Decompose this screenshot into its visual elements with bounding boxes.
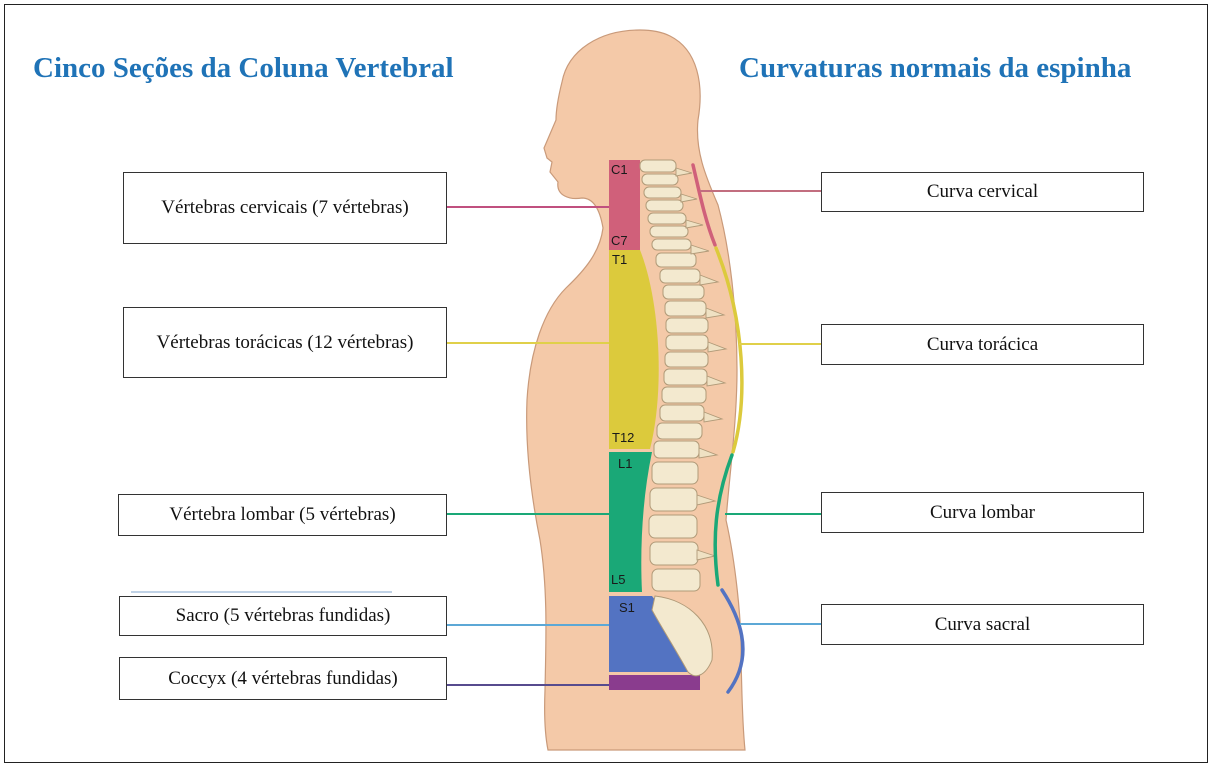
- label-lumbar-curve: Curva lombar: [821, 492, 1144, 533]
- marker-c7: C7: [611, 233, 628, 248]
- coccyx-bar: [609, 675, 700, 690]
- title-sections: Cinco Seções da Coluna Vertebral: [33, 52, 454, 85]
- label-coccyx: Coccyx (4 vértebras fundidas): [119, 657, 447, 700]
- title-curves: Curvaturas normais da espinha: [739, 52, 1131, 85]
- marker-c1: C1: [611, 162, 628, 177]
- marker-t1: T1: [612, 252, 627, 267]
- marker-s1: S1: [619, 600, 635, 615]
- label-sacral-curve: Curva sacral: [821, 604, 1144, 645]
- marker-l1: L1: [618, 456, 632, 471]
- marker-t12: T12: [612, 430, 634, 445]
- label-cervical-curve: Curva cervical: [821, 172, 1144, 212]
- label-thoracic-curve: Curva torácica: [821, 324, 1144, 365]
- label-sacrum: Sacro (5 vértebras fundidas): [119, 596, 447, 636]
- label-thoracic-vertebrae: Vértebras torácicas (12 vértebras): [123, 307, 447, 378]
- label-cervical-vertebrae: Vértebras cervicais (7 vértebras): [123, 172, 447, 244]
- marker-l5: L5: [611, 572, 625, 587]
- label-lumbar-vertebrae: Vértebra lombar (5 vértebras): [118, 494, 447, 536]
